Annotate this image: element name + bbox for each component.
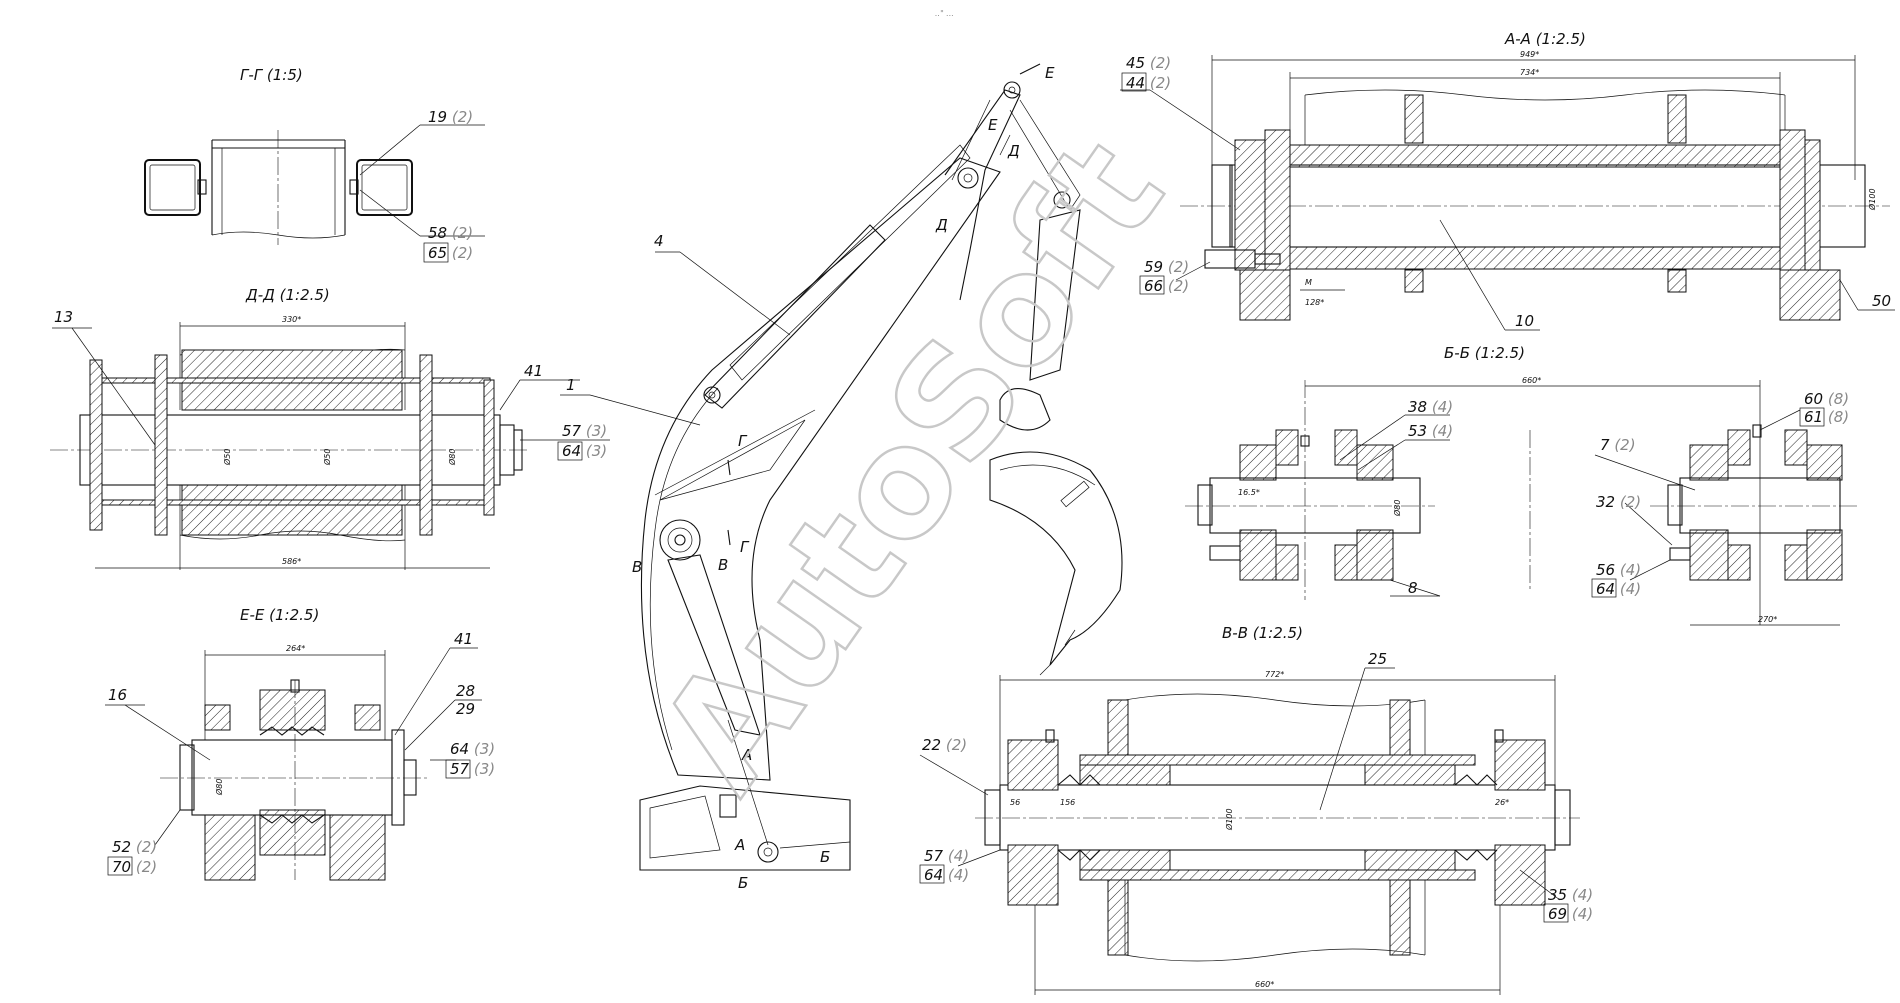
section-g-title: Г-Г (1:5) [240, 66, 303, 84]
callout-70: 70 (2) [112, 858, 157, 876]
dim-v-small-2: 156 [1060, 798, 1075, 807]
callout-60: 60 (8) [1804, 390, 1849, 408]
callout-41: 41 [524, 362, 543, 380]
section-g: Г-Г (1:5) 19 (2) 58 (2) 65 (2) [144, 66, 485, 263]
callout-32: 32 (2) [1596, 493, 1641, 511]
dim-e-top: 264* [286, 644, 305, 653]
dim-a-inner: Ø100 [1867, 188, 1877, 211]
section-v-title: В-В (1:2.5) [1222, 624, 1303, 642]
dim-b-top: 660* [1522, 376, 1541, 385]
mark-v1: В [632, 558, 642, 576]
section-a-title: А-А (1:2.5) [1504, 30, 1586, 48]
callout-56: 56 (4) [1596, 561, 1641, 579]
callout-69: 69 (4) [1548, 905, 1593, 923]
dim-v-top: 772* [1265, 670, 1284, 679]
callout-57: 57 (3) [562, 422, 607, 440]
dim-a-small: 128* [1305, 298, 1324, 307]
boom-callout-4: 4 [654, 232, 664, 250]
callout-44: 44 (2) [1126, 74, 1171, 92]
mark-d1: Д [1007, 142, 1020, 160]
callout-28: 28 [456, 682, 475, 700]
callout-29: 29 [456, 700, 475, 718]
mark-e1: Е [1045, 64, 1055, 82]
dim-b-right: 270* [1758, 615, 1777, 624]
mark-b2: Б [738, 874, 748, 892]
dim-d-inner-1: Ø50 [222, 449, 232, 466]
dim-b-inner: Ø80 [1392, 500, 1402, 517]
mark-b1: Б [820, 848, 830, 866]
mark-a1: А [741, 746, 752, 764]
callout-58: 58 (2) [428, 224, 473, 242]
section-b: Б-Б (1:2.5) 660* 16.5* Ø80 38 (4) 53 (4)… [1185, 344, 1860, 626]
dim-v-small-3: 26* [1495, 798, 1509, 807]
callout-50: 50 [1872, 292, 1891, 310]
dim-d-inner-2: Ø50 [322, 449, 332, 466]
callout-64d: 64 (4) [924, 866, 969, 884]
callout-64c: 64 (4) [1596, 580, 1641, 598]
callout-52: 52 (2) [112, 838, 157, 856]
callout-45: 45 (2) [1126, 54, 1171, 72]
dim-a-second: 734* [1520, 68, 1539, 77]
callout-16: 16 [108, 686, 127, 704]
section-d: Д-Д (1:2.5) 330* 586* Ø50 Ø50 Ø80 13 41 [50, 286, 610, 570]
dim-e-inner: Ø80 [214, 779, 224, 796]
callout-8: 8 [1408, 579, 1418, 597]
callout-13: 13 [54, 308, 73, 326]
boom-assembly: 4 1 Е Е Д Д Г Г В В А А Б Б [560, 63, 1123, 892]
callout-22: 22 (2) [922, 736, 967, 754]
top-note: .." ... [935, 9, 954, 18]
dim-b-small: 16.5* [1238, 488, 1260, 497]
callout-64: 64 (3) [562, 442, 607, 460]
dim-d-bottom: 586* [282, 557, 301, 566]
callout-38: 38 (4) [1408, 398, 1453, 416]
callout-35: 35 (4) [1548, 886, 1593, 904]
mark-a-m: M [1305, 278, 1312, 287]
dim-v-inner: Ø100 [1224, 808, 1234, 831]
section-d-title: Д-Д (1:2.5) [245, 286, 330, 304]
section-e: Е-Е (1:2.5) 264* Ø80 16 41 28 29 64 (3) … [105, 606, 495, 881]
section-v: В-В (1:2.5) 772* 660* [919, 624, 1593, 995]
callout-59: 59 (2) [1144, 258, 1189, 276]
dim-a-top: 949* [1520, 50, 1539, 59]
dim-v-small-1: 56 [1010, 798, 1020, 807]
mark-a2: А [734, 836, 745, 854]
callout-61: 61 (8) [1804, 408, 1849, 426]
callout-10: 10 [1515, 312, 1534, 330]
mark-d2: Д [935, 216, 948, 234]
section-e-title: Е-Е (1:2.5) [240, 606, 319, 624]
callout-7: 7 (2) [1600, 436, 1636, 454]
dim-d-top: 330* [282, 315, 301, 324]
callout-64b: 64 (3) [450, 740, 495, 758]
callout-41b: 41 [454, 630, 473, 648]
callout-25: 25 [1368, 650, 1387, 668]
callout-66: 66 (2) [1144, 277, 1189, 295]
callout-57c: 57 (4) [924, 847, 969, 865]
callout-19: 19 (2) [428, 108, 473, 126]
boom-callout-1: 1 [566, 376, 576, 394]
mark-e2: Е [988, 116, 998, 134]
section-b-title: Б-Б (1:2.5) [1444, 344, 1525, 362]
callout-65: 65 (2) [428, 244, 473, 262]
mark-v2: В [718, 556, 728, 574]
mark-g2: Г [740, 538, 750, 556]
dim-d-inner-3: Ø80 [447, 449, 457, 466]
mark-g1: Г [738, 432, 748, 450]
section-a: А-А (1:2.5) 949* 734* Ø100 128* M [1120, 30, 1895, 331]
dim-v-bottom: 660* [1255, 980, 1274, 989]
callout-57b: 57 (3) [450, 760, 495, 778]
callout-53: 53 (4) [1408, 422, 1453, 440]
